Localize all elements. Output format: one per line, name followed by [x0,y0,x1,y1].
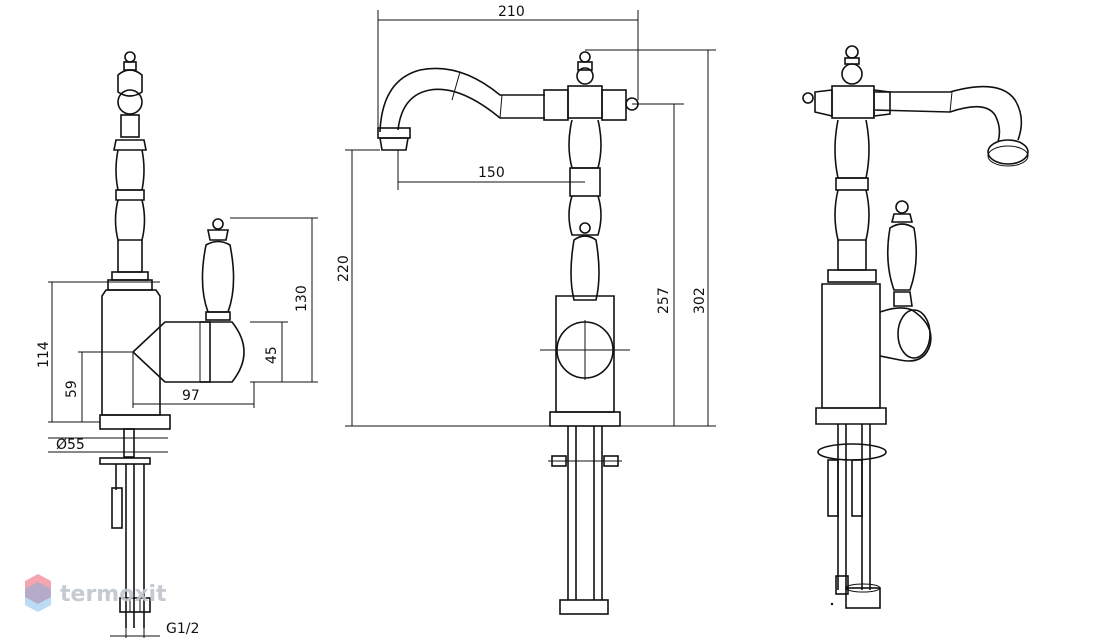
dim-55: Ø55 [56,437,85,453]
dim-257: 257 [656,287,672,314]
watermark-text: termoxit [60,582,167,607]
middle-spout [377,67,545,151]
middle-dimension-lines [345,10,716,427]
left-column [107,139,153,291]
left-body [99,218,245,430]
right-tails [817,424,887,609]
right-body [815,200,932,425]
dim-150: 150 [478,165,505,181]
dim-220: 220 [336,255,352,282]
dim-130: 130 [294,285,310,312]
dim-210: 210 [498,4,525,20]
right-column [827,119,877,283]
middle-column [568,119,602,301]
middle-tails [548,426,622,615]
watermark: termoxit [25,574,167,612]
dim-302: 302 [692,287,708,314]
left-dimension-lines [48,217,318,638]
right-perspective-view [802,45,1029,609]
right-spout [874,85,1029,167]
middle-head [543,51,639,121]
dim-45: 45 [264,346,280,364]
dim-114: 114 [36,341,52,368]
termoxit-logo-icon [25,574,51,612]
left-tails [99,428,151,628]
right-head [802,45,891,119]
dim-97: 97 [182,388,200,404]
left-top-finial [117,51,143,138]
dim-59: 59 [64,380,80,398]
left-side-view: 114 59 130 45 97 Ø55 G1/2 [36,51,318,638]
dim-thread: G1/2 [166,621,199,637]
middle-front-view: 210 150 220 257 302 [336,4,716,615]
